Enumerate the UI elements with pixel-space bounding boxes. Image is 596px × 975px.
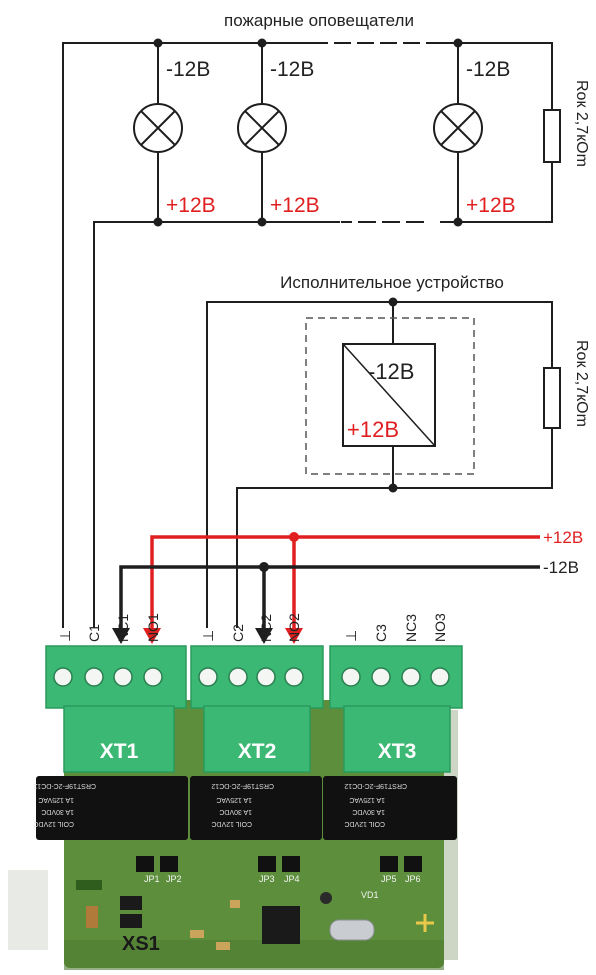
- xt3-pin-nc3: NC3: [403, 614, 419, 642]
- svg-text:JP4: JP4: [284, 874, 300, 884]
- top-junctions: [153, 38, 463, 227]
- xt3-pin-no3: NO3: [432, 613, 448, 642]
- svg-text:COIL 12VDC: COIL 12VDC: [344, 820, 385, 827]
- svg-text:1A 125VAC: 1A 125VAC: [349, 796, 385, 803]
- terminal-screws: [53, 667, 450, 687]
- executive-device-box: [305, 317, 475, 475]
- xt1-pin-no1: NO1: [145, 613, 161, 642]
- xt1-pin-nc1: NC1: [115, 614, 131, 642]
- svg-text:COIL 12VDC: COIL 12VDC: [33, 820, 74, 827]
- device-pos-label: +12В: [347, 417, 399, 442]
- power-junctions: [259, 532, 299, 572]
- svg-text:1A 30VDC: 1A 30VDC: [219, 808, 252, 815]
- relay-3: COIL 12VDC 1A 30VDC 1A 125VAC CRST19F-2C…: [323, 776, 457, 840]
- top-circuit-title: пожарные оповещатели: [224, 11, 414, 30]
- lamp1-pos-label: +12В: [166, 194, 216, 217]
- relay-2: COIL 12VDC 1A 30VDC 1A 125VAC CRST19F-2C…: [190, 776, 322, 840]
- middle-junctions: [388, 297, 398, 493]
- power-wires: [119, 535, 540, 632]
- jumper-headers: [136, 856, 422, 872]
- relay-board: XT1 XT2 XT3 COIL 12VDC 1A 30VDC 1A 125VA…: [8, 645, 463, 970]
- svg-text:1A 30VDC: 1A 30VDC: [352, 808, 385, 815]
- xt2-pin-c2: C2: [230, 624, 246, 642]
- power-pos-label: +12В: [543, 528, 583, 547]
- jumper-labels: JP1 JP2 JP3 JP4 JP5 JP6 VD1: [144, 874, 421, 900]
- svg-text:CRST19F-2C-DC12: CRST19F-2C-DC12: [33, 782, 96, 789]
- xt1-pin-c1: C1: [86, 624, 102, 642]
- pcb-components: [76, 880, 375, 950]
- svg-text:1A 125VAC: 1A 125VAC: [216, 796, 252, 803]
- svg-text:VD1: VD1: [361, 890, 379, 900]
- svg-text:JP6: JP6: [405, 874, 421, 884]
- xt3-label: XT3: [378, 740, 417, 763]
- svg-text:JP2: JP2: [166, 874, 182, 884]
- xt1-pin-gnd: ⊥: [57, 630, 73, 642]
- xs1-label: XS1: [122, 933, 160, 955]
- top-resistor-label: Rок 2,7кОm: [573, 80, 590, 167]
- middle-circuit-title: Исполнительное устройство: [280, 273, 504, 292]
- lamp1-neg-label: -12В: [166, 58, 210, 81]
- resistor-icon: [543, 109, 561, 163]
- xt3-pin-c3: C3: [373, 624, 389, 642]
- xt2-pin-nc2: NC2: [258, 614, 274, 642]
- svg-text:1A 30VDC: 1A 30VDC: [41, 808, 74, 815]
- xt1-label: XT1: [100, 740, 139, 763]
- svg-text:JP1: JP1: [144, 874, 160, 884]
- lamp-icon: [433, 103, 483, 153]
- lamp2-neg-label: -12В: [270, 58, 314, 81]
- power-neg-label: -12В: [543, 558, 579, 577]
- svg-text:CRST19F-2C-DC12: CRST19F-2C-DC12: [344, 782, 407, 789]
- xt2-pin-no2: NO2: [286, 613, 302, 642]
- lamp-icon: [237, 103, 287, 153]
- svg-text:1A 125VAC: 1A 125VAC: [38, 796, 74, 803]
- lamp-icon: [133, 103, 183, 153]
- xt2-label: XT2: [238, 740, 277, 763]
- lamp2-pos-label: +12В: [270, 194, 320, 217]
- converter-icon: [342, 343, 436, 447]
- device-neg-label: -12В: [368, 359, 414, 384]
- arrow-icon: [112, 628, 303, 644]
- svg-text:COIL 12VDC: COIL 12VDC: [211, 820, 252, 827]
- svg-text:CRST19F-2C-DC12: CRST19F-2C-DC12: [211, 782, 274, 789]
- middle-resistor-label: Rок 2,7кОm: [573, 340, 590, 427]
- lamp3-pos-label: +12В: [466, 194, 516, 217]
- relay-1: COIL 12VDC 1A 30VDC 1A 125VAC CRST19F-2C…: [33, 776, 188, 840]
- lamp3-neg-label: -12В: [466, 58, 510, 81]
- xt3-pin-gnd: ⊥: [343, 630, 359, 642]
- svg-text:JP3: JP3: [259, 874, 275, 884]
- plus-icon: [416, 914, 434, 932]
- terminal-pin-labels: ⊥ C1 NC1 NO1 ⊥ C2 NC2 NO2 ⊥ C3 NC3 NO3: [57, 613, 448, 642]
- svg-text:JP5: JP5: [381, 874, 397, 884]
- resistor-icon: [543, 367, 561, 429]
- xt2-pin-gnd: ⊥: [200, 630, 216, 642]
